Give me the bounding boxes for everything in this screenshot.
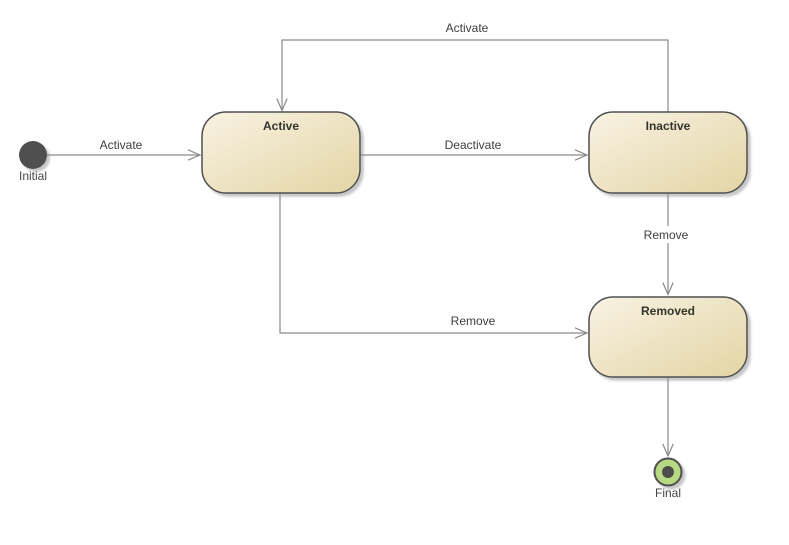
transition-remove-from-active[interactable]: Remove xyxy=(279,193,589,339)
transition-activate-from-inactive[interactable]: Activate xyxy=(276,21,669,113)
transition-line[interactable] xyxy=(276,39,669,113)
transition-label-deactivate: Deactivate xyxy=(445,138,502,152)
node-final[interactable]: Final xyxy=(653,457,683,501)
state-title-removed: Removed xyxy=(641,304,695,318)
transition-label-activate-initial: Activate xyxy=(100,138,143,152)
transition-label-remove-horizontal: Remove xyxy=(451,314,496,328)
transition-line[interactable] xyxy=(279,193,589,339)
final-node-label: Final xyxy=(655,486,681,500)
transition-label-background xyxy=(640,226,693,243)
state-shape-inactive[interactable] xyxy=(588,111,748,194)
transition-remove-from-inactive[interactable]: Remove xyxy=(640,193,693,297)
node-state-active[interactable]: Active xyxy=(201,111,361,194)
state-shape-removed[interactable] xyxy=(588,296,748,378)
initial-node-label: Initial xyxy=(19,169,47,183)
state-title-active: Active xyxy=(263,119,299,133)
state-title-inactive: Inactive xyxy=(646,119,691,133)
node-state-removed[interactable]: Removed xyxy=(588,296,748,378)
node-initial[interactable]: Initial xyxy=(19,141,47,183)
transition-deactivate[interactable]: Deactivate xyxy=(360,138,589,161)
node-state-inactive[interactable]: Inactive xyxy=(588,111,748,194)
transition-activate-from-initial[interactable]: Activate xyxy=(47,138,202,161)
transition-label-remove-vertical: Remove xyxy=(644,228,689,242)
final-state-dot-icon xyxy=(662,466,674,478)
transition-label-activate-top: Activate xyxy=(446,21,489,35)
initial-state-icon[interactable] xyxy=(19,141,47,169)
state-shape-active[interactable] xyxy=(201,111,361,194)
